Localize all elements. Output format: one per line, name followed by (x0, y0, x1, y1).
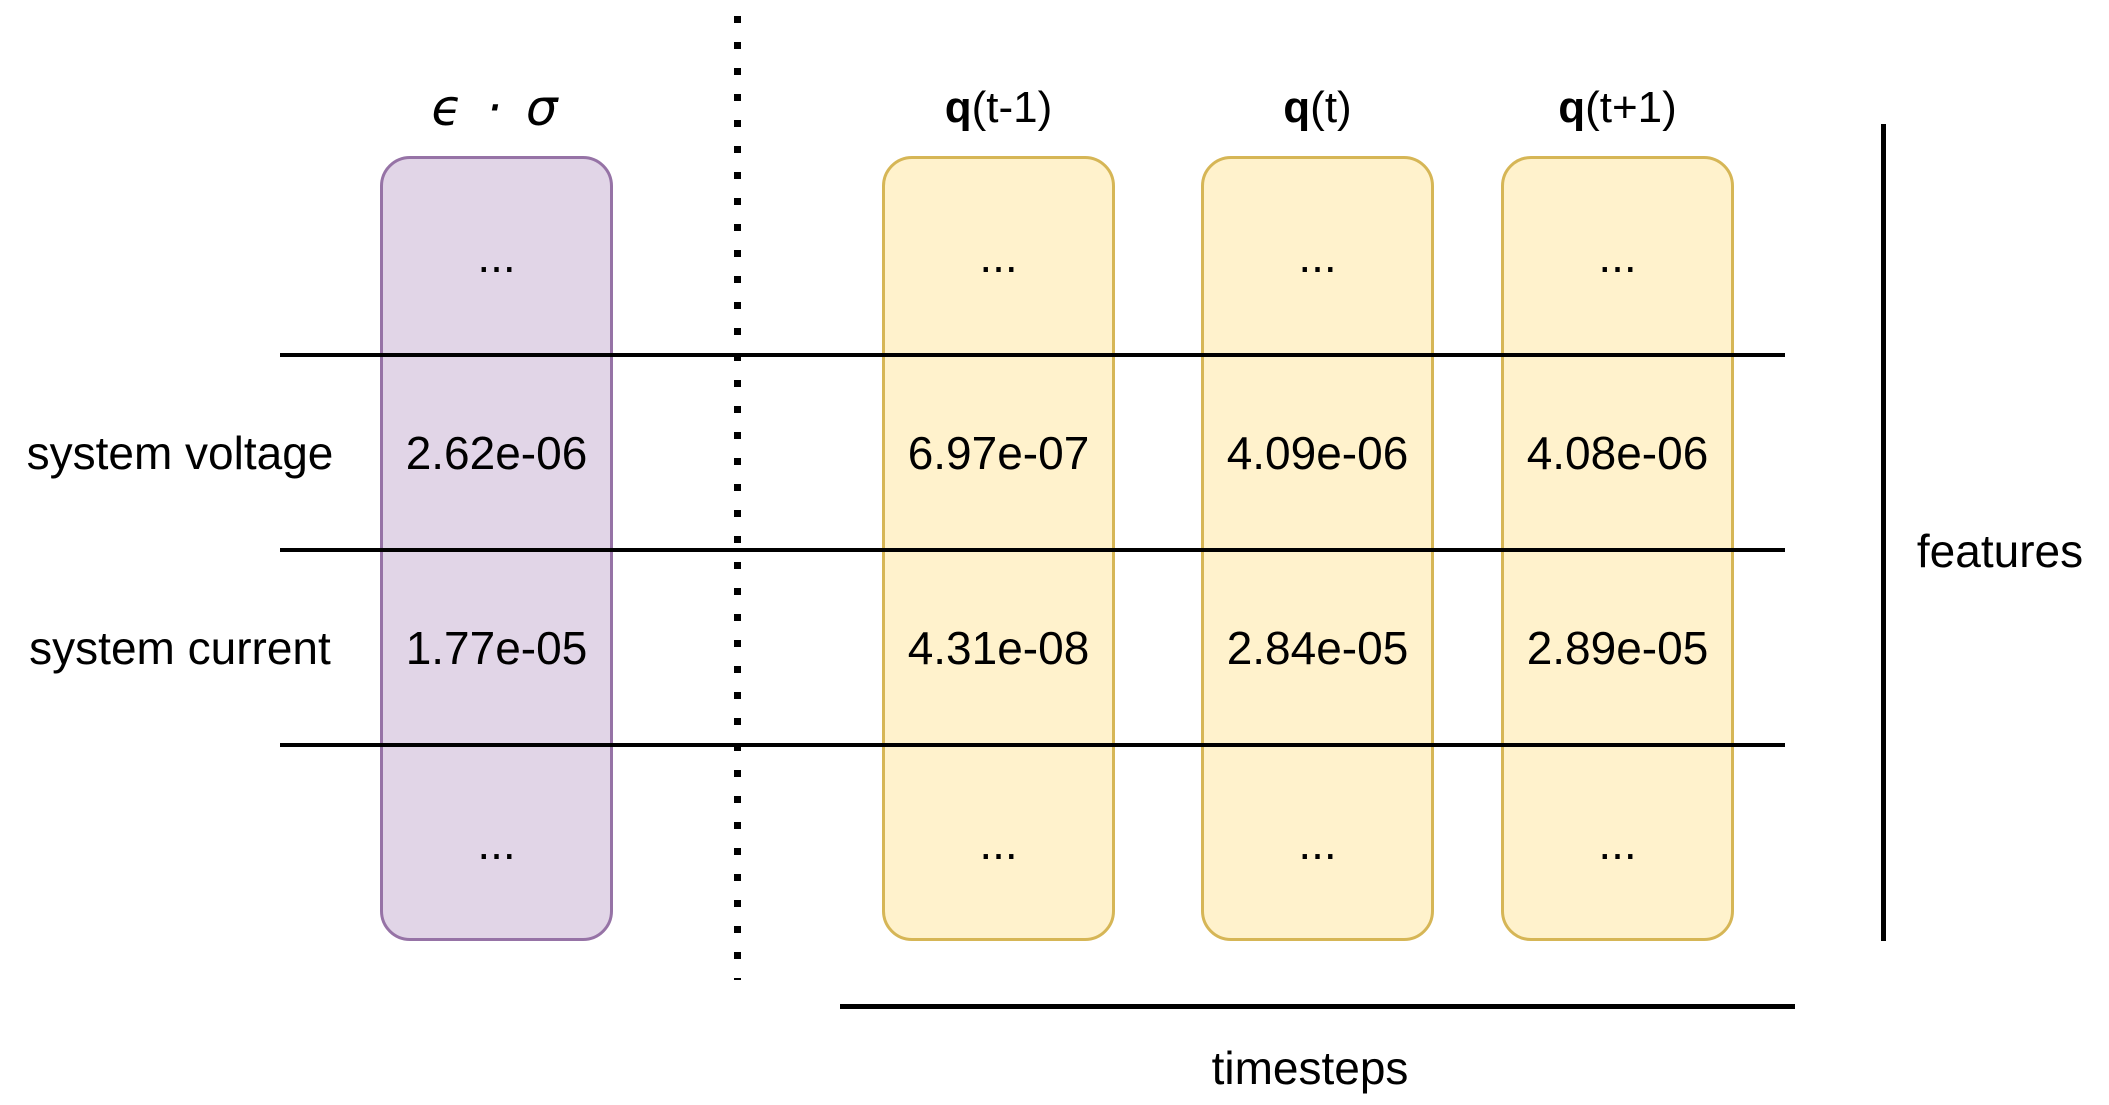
q-t-plus-1-ellipsis-top-cell: ... (1598, 229, 1637, 282)
q-symbol: q (1558, 83, 1586, 132)
q-symbol: q (944, 83, 972, 132)
q-t-plus-1-suffix: (t+1) (1585, 83, 1677, 132)
q-t-plus-1-ellipsis-bottom-cell: ... (1598, 817, 1637, 869)
q-t-voltage-value-cell: 4.09e-06 (1226, 426, 1409, 479)
q-t-minus-1-ellipsis-top-cell: ... (979, 229, 1018, 282)
q-t-minus-1-current-value-cell: 4.31e-08 (907, 621, 1090, 674)
row-divider-line-bottom (280, 743, 1785, 747)
q-t-plus-1-current-value-cell: 2.89e-05 (1526, 621, 1709, 674)
features-axis-line (1881, 124, 1886, 941)
q-t-minus-1-voltage-value-cell: 6.97e-07 (907, 426, 1090, 479)
q-t-suffix: (t) (1310, 83, 1352, 132)
row-divider-line-top (280, 353, 1785, 357)
q-t-current-value-cell: 2.84e-05 (1226, 621, 1409, 674)
q-t-minus-1-column-header: q(t-1) (882, 78, 1115, 138)
timesteps-axis-label: timesteps (1211, 1042, 1409, 1094)
features-axis-label: features (1916, 525, 2084, 577)
q-t-minus-1-suffix: (t-1) (971, 83, 1053, 132)
q-t-ellipsis-top-cell: ... (1298, 229, 1337, 282)
noise-ellipsis-bottom-cell: ... (477, 817, 516, 869)
noise-current-value-cell: 1.77e-05 (405, 621, 588, 674)
q-symbol: q (1283, 83, 1311, 132)
timesteps-axis-line (840, 1004, 1795, 1009)
row-label-system-current: system current (29, 621, 331, 674)
noise-column-header: ϵ · σ (431, 79, 562, 137)
row-label-system-voltage: system voltage (26, 426, 334, 479)
q-t-column-header: q(t) (1201, 78, 1434, 138)
q-t-ellipsis-bottom-cell: ... (1298, 817, 1337, 869)
q-t-minus-1-ellipsis-bottom-cell: ... (979, 817, 1018, 869)
q-t-plus-1-column-header: q(t+1) (1501, 78, 1734, 138)
q-t-plus-1-voltage-value-cell: 4.08e-06 (1526, 426, 1709, 479)
noise-voltage-value-cell: 2.62e-06 (405, 426, 588, 479)
noise-ellipsis-top-cell: ... (477, 229, 516, 282)
dotted-divider-line (734, 16, 741, 980)
row-divider-line-middle (280, 548, 1785, 552)
